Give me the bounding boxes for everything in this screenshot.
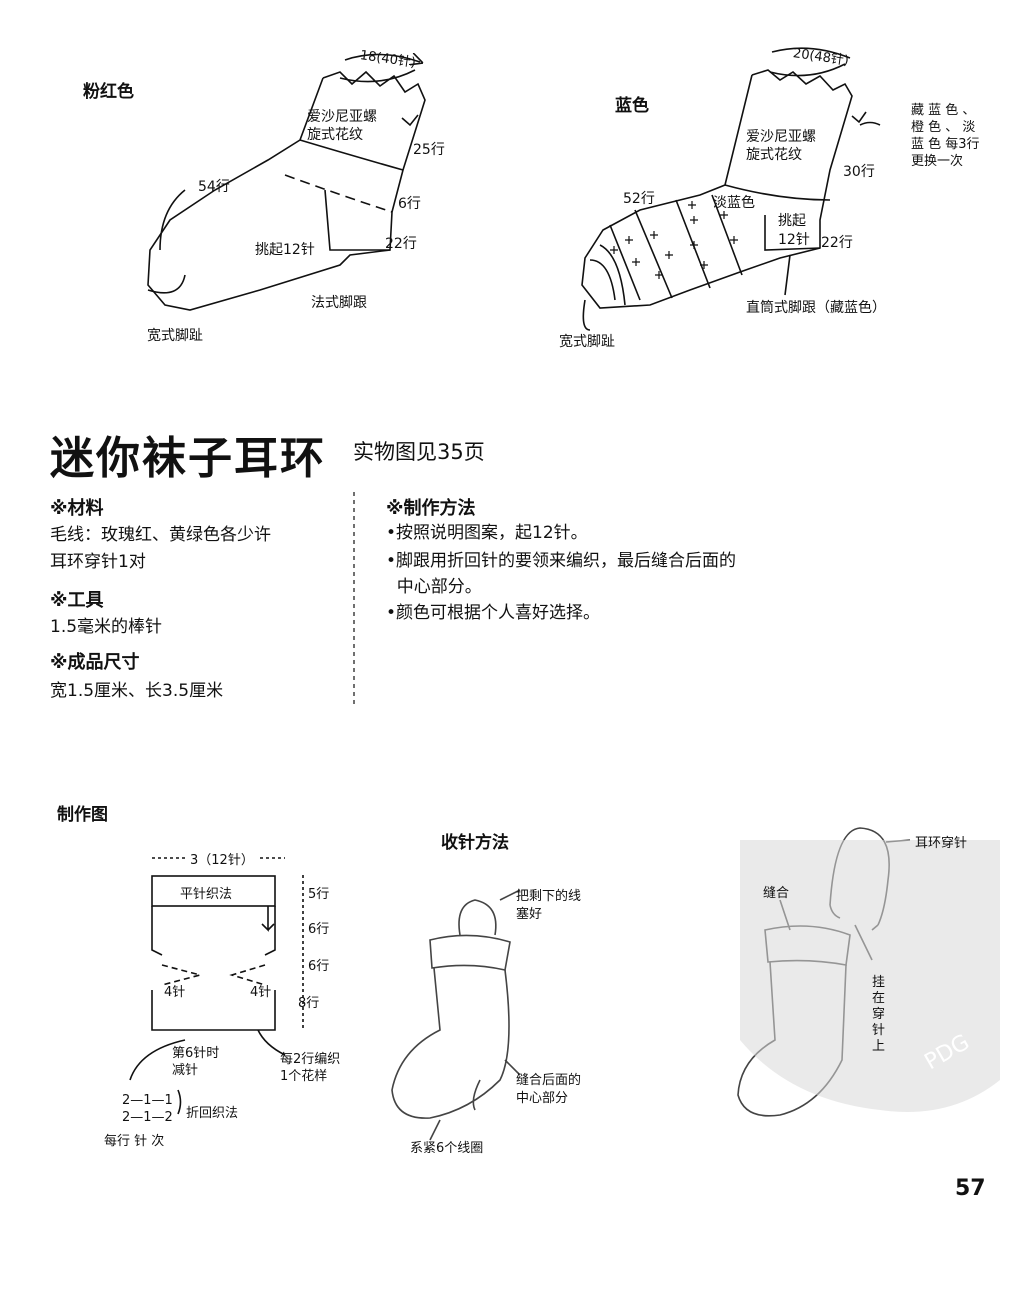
chart-pattern-note: 每2行编织 1个花样 bbox=[280, 1052, 341, 1084]
chart-stitch: 平针织法 bbox=[180, 887, 233, 902]
tools-line-1: 1.5毫米的棒针 bbox=[50, 617, 163, 637]
chart-legend: 每行 针 次 bbox=[104, 1134, 165, 1149]
blue-pickup: 挑起 12针 bbox=[778, 213, 810, 248]
pink-rows-heel-b: 22行 bbox=[385, 236, 417, 252]
watermark-seal: PDG bbox=[740, 840, 1000, 1112]
blue-light-blue: 淡蓝色 bbox=[713, 195, 755, 211]
chart-turn-row-1: 2—1—1 bbox=[122, 1093, 173, 1108]
pink-sock-drawing bbox=[147, 54, 426, 311]
page-reference: 实物图见35页 bbox=[353, 440, 485, 464]
blue-title: 蓝色 bbox=[615, 96, 649, 116]
method-heading: ※制作方法 bbox=[386, 498, 476, 519]
pink-rows-leg: 54行 bbox=[198, 179, 230, 195]
blue-toe: 宽式脚趾 bbox=[559, 334, 615, 350]
pink-toe: 宽式脚趾 bbox=[147, 328, 203, 344]
finish-stuff: 把剩下的线 塞好 bbox=[516, 889, 582, 922]
page-title: 迷你袜子耳环 bbox=[50, 433, 326, 484]
materials-heading: ※材料 bbox=[50, 498, 104, 519]
chart-turn-label: 折回织法 bbox=[186, 1106, 239, 1121]
materials-line-2: 耳环穿针1对 bbox=[50, 552, 146, 572]
pink-heel: 法式脚跟 bbox=[311, 295, 367, 311]
blue-heel: 直筒式脚跟（藏蓝色） bbox=[746, 300, 886, 316]
method-line-2: •脚跟用折回针的要领来编织，最后缝合后面的 bbox=[386, 551, 737, 571]
chart-dec-note: 第6针时 减针 bbox=[172, 1046, 220, 1078]
pink-rows-heel-a: 6行 bbox=[398, 196, 421, 212]
chart-rows-4: 8行 bbox=[298, 996, 320, 1011]
method-line-3: 中心部分。 bbox=[386, 577, 482, 597]
blue-rows-leg: 52行 bbox=[623, 191, 655, 207]
chart-left-dec: 4针 bbox=[164, 985, 186, 1000]
knit-chart-drawing bbox=[129, 857, 304, 1115]
chart-rows-3: 6行 bbox=[308, 959, 330, 974]
method-line-1: •按照说明图案，起12针。 bbox=[386, 523, 588, 543]
size-line-1: 宽1.5厘米、长3.5厘米 bbox=[50, 681, 224, 701]
size-heading: ※成品尺寸 bbox=[50, 652, 140, 673]
blue-pattern: 爱沙尼亚螺 旋式花纹 bbox=[746, 129, 816, 163]
finish-heading: 收针方法 bbox=[441, 833, 509, 853]
materials-line-1: 毛线：玫瑰红、黄绿色各少许 bbox=[50, 525, 271, 545]
pink-pattern: 爱沙尼亚螺 旋式花纹 bbox=[307, 109, 377, 143]
blue-rows-cuff: 30行 bbox=[843, 164, 875, 180]
chart-right-dec: 4针 bbox=[250, 985, 272, 1000]
finish-seam: 缝合后面的 中心部分 bbox=[516, 1073, 582, 1106]
chart-rows-2: 6行 bbox=[308, 922, 330, 937]
tools-heading: ※工具 bbox=[50, 590, 104, 611]
method-line-4: •颜色可根据个人喜好选择。 bbox=[386, 603, 601, 623]
earring-sew: 缝合 bbox=[763, 886, 790, 901]
chart-turn-row-2: 2—1—2 bbox=[122, 1110, 173, 1125]
blue-sock-drawing bbox=[581, 47, 881, 331]
pink-rows-cuff: 25行 bbox=[413, 142, 445, 158]
finish-tie: 系紧6个线圈 bbox=[410, 1141, 484, 1156]
earring-hang: 挂 在 穿 针 上 bbox=[872, 975, 886, 1054]
finish-sock-drawing bbox=[391, 889, 521, 1141]
blue-color-note: 藏 蓝 色 、 橙 色 、 淡 蓝 色 每3行 更换一次 bbox=[911, 103, 980, 169]
page-number: 57 bbox=[955, 1176, 986, 1201]
earring-hook: 耳环穿针 bbox=[915, 836, 968, 851]
pink-title: 粉红色 bbox=[83, 82, 134, 102]
blue-rows-heel: 22行 bbox=[821, 235, 853, 251]
chart-heading: 制作图 bbox=[57, 805, 108, 825]
chart-rows-1: 5行 bbox=[308, 887, 330, 902]
chart-width: 3（12针） bbox=[187, 849, 257, 868]
pink-pickup: 挑起12针 bbox=[255, 242, 315, 258]
